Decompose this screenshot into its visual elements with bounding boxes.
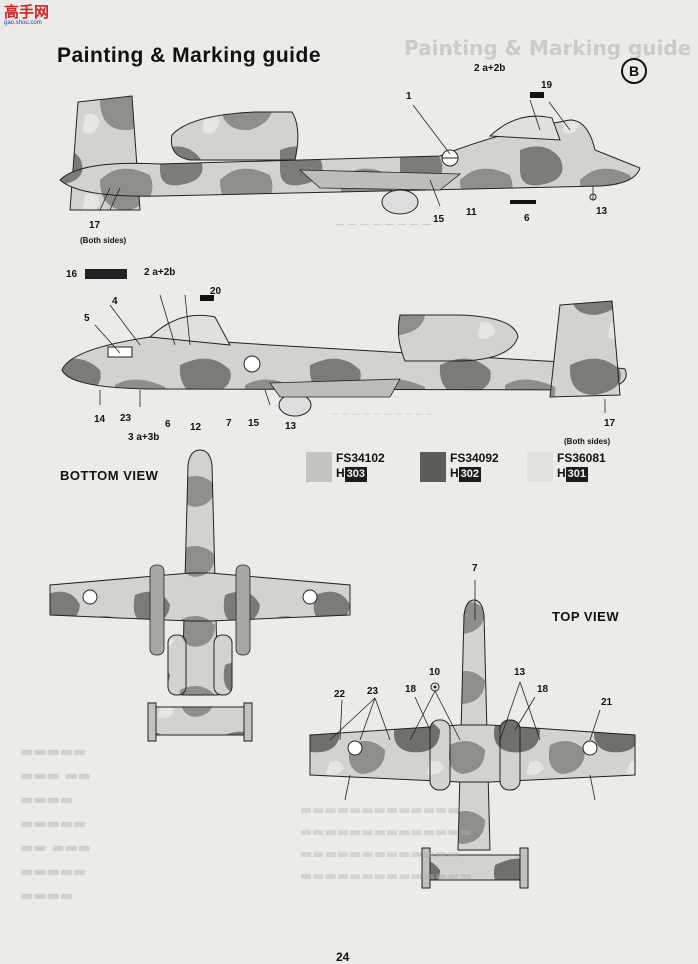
- callout-label: 18: [537, 684, 549, 695]
- callout-label: 5: [84, 313, 90, 324]
- callout-label: 11: [466, 207, 477, 218]
- page-number: 24: [336, 950, 350, 964]
- callout-label: 18: [405, 684, 417, 695]
- h-prefix: H: [450, 466, 459, 480]
- callout-label: 4: [112, 296, 118, 307]
- callout-label: 23: [367, 686, 379, 697]
- callout-label: 3 a+3b: [128, 432, 160, 443]
- callout-label: 20: [210, 286, 222, 297]
- callout-label: 1: [406, 91, 412, 102]
- callout-label: 13: [596, 206, 608, 217]
- h-code: 301: [565, 467, 589, 482]
- watermark-logo-url: gao.shou.com: [4, 20, 42, 26]
- bleedthrough-column: ▬▬▬▬▬▬▬▬▬▬▬▬▬▬▬▬▬▬▬▬▬▬▬▬▬▬▬▬▬▬▬▬▬▬▬▬▬▬▬▬…: [300, 803, 472, 884]
- callout-label: 10: [429, 667, 441, 678]
- callout-label: 6: [524, 213, 530, 224]
- fs-code: FS34102: [336, 451, 385, 465]
- color-swatch-dark-gray: [420, 452, 446, 482]
- version-badge: B: [621, 58, 647, 84]
- h-code: 303: [344, 467, 368, 482]
- callout-label: 14: [94, 414, 106, 425]
- page-title: Painting & Marking guide: [57, 44, 322, 67]
- bleedthrough-column: ▬▬▬▬▬▬▬▬ ▬▬▬▬▬▬▬▬▬▬▬▬▬ ▬▬▬▬▬▬▬▬▬▬▬▬: [20, 744, 92, 904]
- top-view-title: TOP VIEW: [552, 609, 620, 624]
- lower-side-profile-drawing: [61, 269, 627, 417]
- watermark-logo-text: 高手网: [4, 3, 50, 21]
- tail-note: (Both sides): [564, 437, 611, 446]
- top-view-drawing: [309, 580, 636, 889]
- bottom-view-drawing: [49, 449, 351, 742]
- callout-label: 15: [248, 418, 260, 429]
- bleedthrough-text: ─ ─ ─ ─ ─ ─ ─ ─: [336, 218, 431, 233]
- callout-label: 15: [433, 214, 445, 225]
- callout-label: 13: [514, 667, 526, 678]
- fs-code: FS34092: [450, 451, 499, 465]
- bleedthrough-text: ─ ─ ─ ─ ─ ─ ─ ─ ─ ─: [332, 408, 433, 421]
- upper-side-profile-drawing: [59, 92, 641, 215]
- color-swatch-off-white: [527, 452, 553, 482]
- callout-label: 12: [190, 422, 202, 433]
- h-prefix: H: [336, 466, 345, 480]
- callout-label: 21: [601, 697, 613, 708]
- fs-code: FS36081: [557, 451, 606, 465]
- callout-label: 7: [472, 563, 478, 574]
- callout-label: 2 a+2b: [474, 63, 506, 74]
- tail-note-number: 17: [604, 418, 616, 429]
- h-code: 302: [458, 467, 482, 482]
- site-watermark-logo: 高手网 gao.shou.com: [4, 4, 68, 27]
- color-swatch-light-gray: [306, 452, 332, 482]
- callout-label: 19: [541, 80, 553, 91]
- callout-label: 7: [226, 418, 232, 429]
- callout-label: 16: [66, 269, 78, 280]
- tail-note-number: 17: [89, 220, 101, 231]
- callout-label: 23: [120, 413, 132, 424]
- tail-note: (Both sides): [80, 236, 127, 245]
- bleedthrough-heading: Painting & Marking guide: [404, 36, 692, 60]
- callout-label: 6: [165, 419, 171, 430]
- bottom-view-title: BOTTOM VIEW: [60, 468, 159, 483]
- h-prefix: H: [557, 466, 566, 480]
- callout-label: 13: [285, 421, 297, 432]
- callout-label: 2 a+2b: [144, 267, 176, 278]
- callout-label: 22: [334, 689, 346, 700]
